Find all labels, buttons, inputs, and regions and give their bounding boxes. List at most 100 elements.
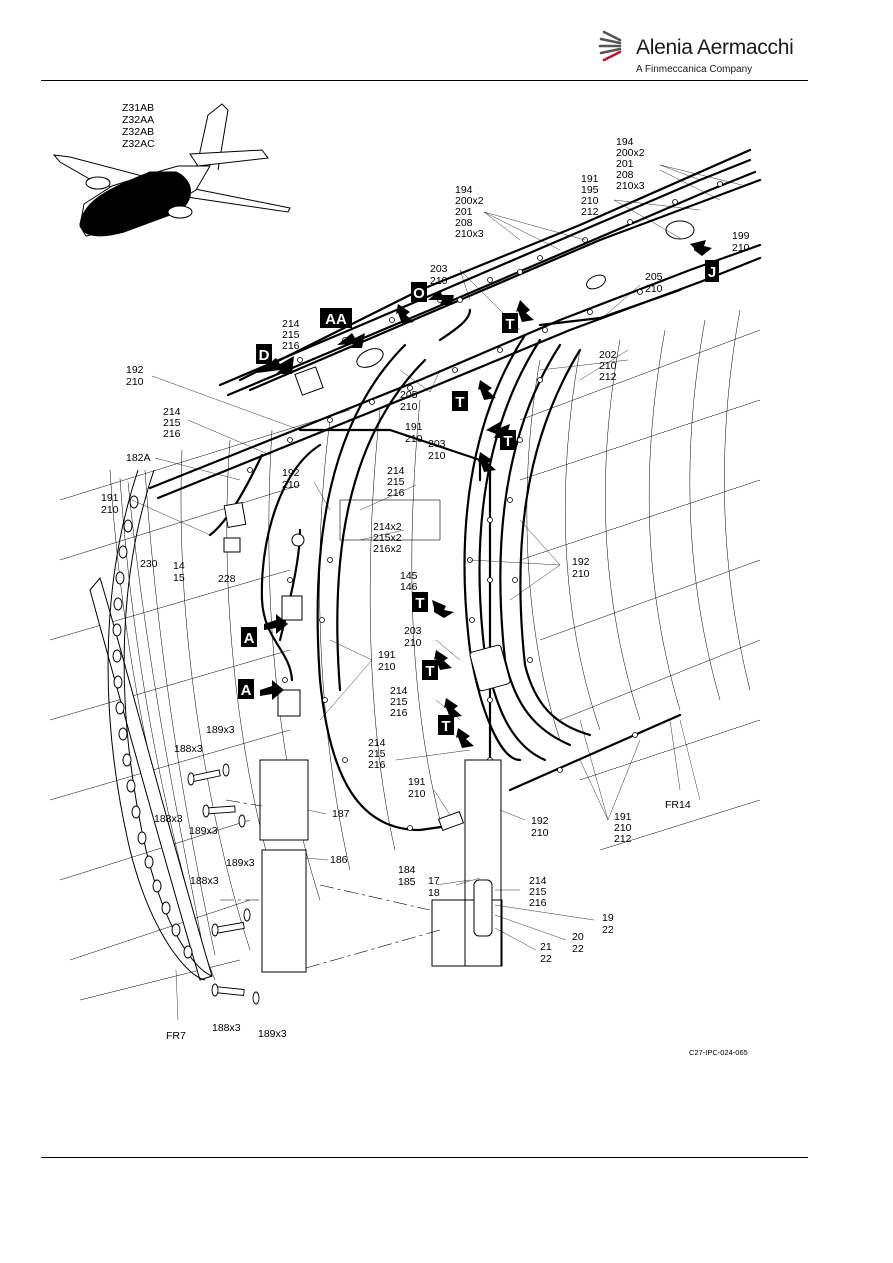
leader-lines (131, 164, 743, 1021)
svg-text:187: 187 (332, 808, 350, 820)
svg-text:17: 17 (428, 875, 440, 887)
view-marker-boxes (238, 260, 719, 735)
view-marker-letters: D AA O T T T J T T T A A (241, 264, 717, 735)
frame-label-fr7: FR7 (166, 1030, 186, 1042)
svg-text:203: 203 (428, 438, 446, 450)
svg-text:200x2: 200x2 (616, 147, 645, 159)
svg-text:210: 210 (645, 283, 663, 295)
company-logo: Alenia Aermacchi A Finmeccanica Company (598, 26, 798, 82)
svg-text:215: 215 (387, 476, 405, 488)
svg-text:194: 194 (455, 184, 473, 196)
company-logo-icon (598, 30, 622, 62)
svg-text:210: 210 (599, 360, 617, 372)
svg-text:215: 215 (282, 329, 300, 341)
svg-text:201: 201 (616, 158, 634, 170)
svg-text:A: A (241, 682, 252, 699)
svg-text:210: 210 (428, 450, 446, 462)
svg-text:191: 191 (101, 492, 119, 504)
svg-text:199: 199 (732, 230, 750, 242)
svg-text:208: 208 (616, 169, 634, 181)
brand-name: Alenia Aermacchi (636, 36, 794, 59)
svg-text:201: 201 (455, 206, 473, 218)
svg-text:215: 215 (163, 417, 181, 429)
svg-text:O: O (413, 285, 425, 302)
svg-text:195: 195 (581, 184, 599, 196)
svg-text:216: 216 (390, 707, 408, 719)
frame-labels: FR7 FR14 (166, 799, 691, 1042)
svg-text:22: 22 (602, 924, 614, 936)
svg-text:216: 216 (163, 428, 181, 440)
svg-text:210: 210 (531, 827, 549, 839)
svg-text:189x3: 189x3 (206, 724, 235, 736)
svg-text:216: 216 (387, 487, 405, 499)
svg-text:189x3: 189x3 (189, 825, 218, 837)
svg-text:203: 203 (430, 263, 448, 275)
svg-text:Z31AB: Z31AB (122, 102, 154, 114)
svg-text:192: 192 (531, 815, 549, 827)
components (223, 220, 695, 973)
bolts (187, 763, 260, 1005)
svg-text:212: 212 (581, 206, 599, 218)
svg-text:22: 22 (540, 953, 552, 965)
svg-text:210x3: 210x3 (616, 180, 645, 192)
svg-text:T: T (503, 433, 512, 450)
svg-text:210: 210 (408, 788, 426, 800)
svg-text:216: 216 (529, 897, 547, 909)
svg-text:189x3: 189x3 (226, 857, 255, 869)
header-rule (41, 80, 808, 81)
svg-text:22: 22 (572, 943, 584, 955)
svg-text:210: 210 (430, 275, 448, 287)
svg-text:214: 214 (529, 875, 547, 887)
svg-text:189x3: 189x3 (258, 1028, 287, 1040)
svg-text:214: 214 (163, 406, 181, 418)
svg-text:T: T (505, 316, 514, 333)
svg-text:19: 19 (602, 912, 614, 924)
svg-text:210: 210 (581, 195, 599, 207)
brand-tagline: A Finmeccanica Company (636, 64, 753, 75)
svg-text:215x2: 215x2 (373, 532, 402, 544)
frame-label-fr14: FR14 (665, 799, 691, 811)
svg-text:A: A (244, 630, 255, 647)
svg-text:192: 192 (572, 556, 590, 568)
svg-text:200x2: 200x2 (455, 195, 484, 207)
svg-text:Z32AB: Z32AB (122, 126, 154, 138)
frame-fr7 (89, 469, 213, 981)
svg-text:202: 202 (599, 349, 617, 361)
svg-text:191: 191 (378, 649, 396, 661)
svg-text:20: 20 (572, 931, 584, 943)
svg-text:214: 214 (387, 465, 405, 477)
svg-text:AA: AA (325, 311, 347, 328)
svg-text:192: 192 (126, 364, 144, 376)
svg-text:191: 191 (405, 421, 423, 433)
svg-text:210: 210 (572, 568, 590, 580)
svg-text:205: 205 (645, 271, 663, 283)
svg-text:212: 212 (599, 371, 617, 383)
svg-text:18: 18 (428, 887, 440, 899)
figure-code: C27-IPC-024-065 (689, 1048, 748, 1057)
svg-text:186: 186 (330, 854, 348, 866)
svg-text:188x3: 188x3 (154, 813, 183, 825)
svg-text:214: 214 (390, 685, 408, 697)
svg-text:188x3: 188x3 (174, 743, 203, 755)
svg-text:145: 145 (400, 570, 418, 582)
svg-text:216x2: 216x2 (373, 543, 402, 555)
svg-text:203: 203 (404, 625, 422, 637)
footer-rule (41, 1157, 808, 1158)
structure-frames (49, 309, 761, 1001)
svg-text:216: 216 (282, 340, 300, 352)
svg-text:191: 191 (408, 776, 426, 788)
svg-text:205: 205 (400, 389, 418, 401)
svg-text:184: 184 (398, 864, 416, 876)
svg-text:230: 230 (140, 558, 158, 570)
callout-labels: 194 200x2 201 208 210x3 191 195 210 212 … (101, 136, 750, 1040)
aircraft-locator-icon (52, 103, 291, 237)
svg-text:J: J (708, 264, 716, 281)
svg-text:191: 191 (581, 173, 599, 185)
svg-text:210: 210 (282, 479, 300, 491)
svg-text:215: 215 (529, 886, 547, 898)
svg-text:228: 228 (218, 573, 236, 585)
svg-text:21: 21 (540, 941, 552, 953)
svg-text:210: 210 (404, 637, 422, 649)
svg-text:210: 210 (405, 433, 423, 445)
